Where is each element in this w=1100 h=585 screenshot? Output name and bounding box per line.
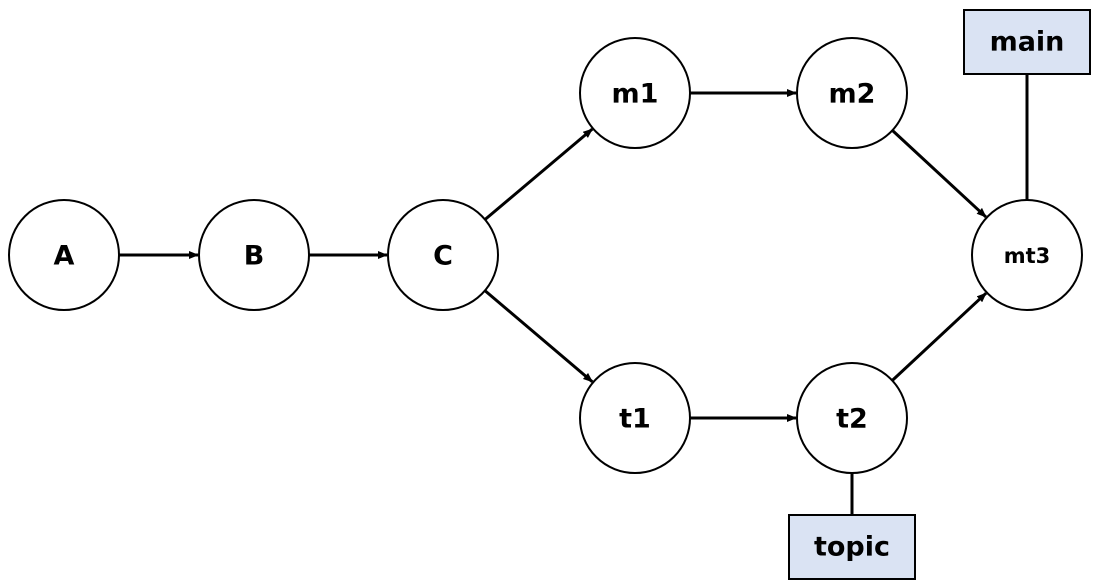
branch-ref-topic: topic — [788, 473, 916, 580]
commit-node-circle-A — [8, 199, 120, 311]
commit-node-m1: m1 — [579, 37, 691, 149]
commit-node-label-t2: t2 — [836, 404, 868, 435]
commit-node-label-C: C — [433, 241, 453, 272]
commit-node-label-A: A — [54, 241, 75, 272]
commit-node-label-B: B — [244, 241, 265, 272]
commit-node-mt3: mt3 — [971, 199, 1083, 311]
edge-C-to-t1 — [483, 289, 594, 383]
commit-node-circle-m2 — [796, 37, 908, 149]
commit-node-circle-B — [198, 199, 310, 311]
commit-node-circle-m1 — [579, 37, 691, 149]
commit-node-label-m2: m2 — [829, 79, 876, 110]
commit-node-B: B — [198, 199, 310, 311]
edges-layer — [119, 89, 988, 422]
branch-ref-label-main: main — [990, 27, 1065, 58]
commit-node-t1: t1 — [579, 362, 691, 474]
commit-node-C: C — [387, 199, 499, 311]
branch-ref-main: main — [963, 9, 1091, 200]
commit-node-t2: t2 — [796, 362, 908, 474]
branch-ref-label-topic: topic — [814, 532, 890, 563]
edge-C-to-m1 — [484, 127, 594, 221]
edge-t2-to-mt3 — [891, 292, 988, 382]
commit-node-label-m1: m1 — [612, 79, 659, 110]
commit-node-label-t1: t1 — [619, 404, 651, 435]
nodes-layer: A B Cm1 m2 t1 t2 mt3 — [8, 37, 1083, 474]
commit-node-circle-t2 — [796, 362, 908, 474]
commit-node-circle-mt3 — [971, 199, 1083, 311]
commit-node-circle-C — [387, 199, 499, 311]
commit-node-circle-t1 — [579, 362, 691, 474]
refs-layer: main topic — [788, 9, 1091, 580]
commit-node-A: A — [8, 199, 120, 311]
edge-m2-to-mt3 — [891, 129, 987, 219]
commit-node-label-mt3: mt3 — [1004, 244, 1051, 268]
branch-ref-box-topic — [788, 514, 916, 580]
commit-node-m2: m2 — [796, 37, 908, 149]
branch-ref-box-main — [963, 9, 1091, 75]
